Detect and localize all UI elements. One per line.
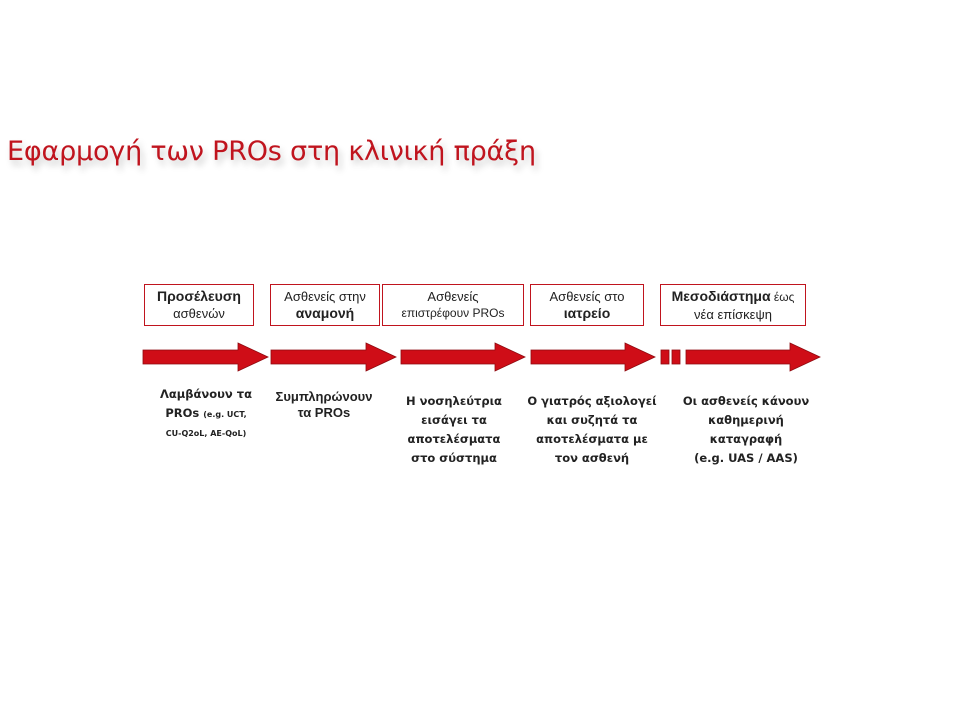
step-box-clinic-line1: Ασθενείς στο: [549, 289, 625, 304]
step-box-interval: Μεσοδιάστημα έως νέα επίσκεψη: [660, 284, 806, 326]
desc-nurse-enters-line4: στο σύστημα: [411, 451, 497, 465]
step-box-arrival: Προσέλευση ασθενών: [144, 284, 254, 326]
desc-complete-pros: Συμπληρώνουν τα PROs: [262, 389, 386, 421]
step-box-arrival-line1: Προσέλευση: [157, 288, 241, 304]
step-box-clinic-line2: ιατρείο: [563, 305, 611, 321]
step-box-return-pros-line2: επιστρέφουν PROs: [401, 306, 505, 320]
arrow-1: [142, 342, 269, 372]
arrow-4: [530, 342, 656, 372]
desc-daily-record-line1: Οι ασθενείς κάνουν: [682, 394, 810, 408]
desc-nurse-enters-line1: Η νοσηλεύτρια: [406, 394, 502, 408]
dash-segment-1: [660, 349, 670, 365]
step-box-return-pros-line1: Ασθενείς: [427, 289, 479, 304]
desc-doctor-evaluates-line3: αποτελέσματα με: [536, 432, 648, 446]
desc-receive-pros-line1: Λαμβάνουν τα: [160, 387, 252, 401]
step-box-waiting-line2: αναμονή: [295, 305, 355, 321]
desc-daily-record-line4: (e.g. UAS / AAS): [694, 451, 798, 465]
desc-doctor-evaluates-line2: και συζητά τα: [546, 413, 638, 427]
slide-title: Εφαρμογή των PROs στη κλινική πράξη: [7, 136, 536, 167]
desc-complete-pros-line1: Συμπληρώνουν: [275, 389, 373, 404]
step-box-interval-line2: νέα επίσκεψη: [694, 306, 772, 322]
desc-daily-record: Οι ασθενείς κάνουν καθημερινή καταγραφή …: [672, 392, 820, 468]
step-box-waiting-line1: Ασθενείς στην: [284, 289, 366, 304]
arrow-3: [400, 342, 526, 372]
step-box-waiting: Ασθενείς στην αναμονή: [270, 284, 380, 326]
desc-doctor-evaluates-line1: Ο γιατρός αξιολογεί: [527, 394, 657, 408]
dash-segment-2: [671, 349, 681, 365]
desc-doctor-evaluates-line4: τον ασθενή: [554, 451, 630, 465]
arrow-5: [685, 342, 821, 372]
step-box-clinic: Ασθενείς στο ιατρείο: [530, 284, 644, 326]
desc-receive-pros-line3: CU-Q2oL, AE-QoL): [165, 429, 247, 438]
desc-nurse-enters-line3: αποτελέσματα: [407, 432, 501, 446]
desc-daily-record-line3: καταγραφή: [709, 432, 783, 446]
step-box-return-pros: Ασθενείς επιστρέφουν PROs: [382, 284, 524, 326]
step-box-interval-line1: Μεσοδιάστημα έως: [672, 288, 795, 306]
arrow-2: [270, 342, 397, 372]
desc-complete-pros-line2: τα PROs: [297, 405, 351, 420]
step-box-interval-line1-rest: έως: [770, 289, 795, 304]
desc-daily-record-line2: καθημερινή: [708, 413, 784, 427]
step-box-arrival-line2: ασθενών: [173, 306, 225, 321]
desc-doctor-evaluates: Ο γιατρός αξιολογεί και συζητά τα αποτελ…: [522, 392, 662, 468]
step-box-interval-line1-bold: Μεσοδιάστημα: [671, 287, 771, 304]
desc-receive-pros-line2: PROs (e.g. UCT,: [150, 404, 262, 424]
desc-receive-pros-line2-small: (e.g. UCT,: [203, 410, 247, 419]
desc-nurse-enters: Η νοσηλεύτρια εισάγει τα αποτελέσματα στ…: [392, 392, 516, 468]
desc-nurse-enters-line2: εισάγει τα: [421, 413, 487, 427]
desc-receive-pros: Λαμβάνουν τα PROs (e.g. UCT, CU-Q2oL, AE…: [150, 385, 262, 443]
desc-receive-pros-line2-main: PROs: [165, 406, 204, 420]
